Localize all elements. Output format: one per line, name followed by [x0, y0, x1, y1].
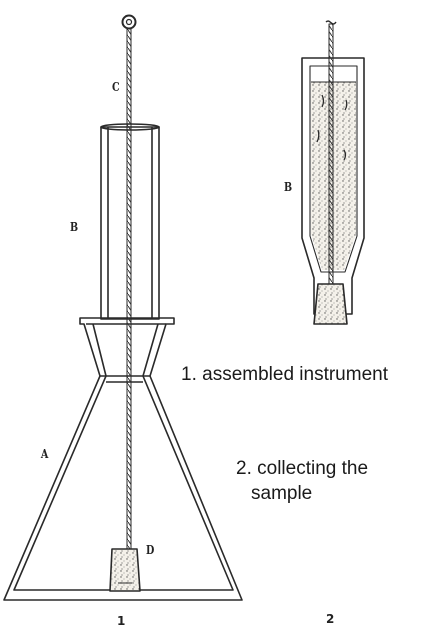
stopper-fig2 — [313, 283, 348, 325]
stopper-d — [109, 548, 141, 592]
rope-top-wave — [325, 20, 337, 25]
figure-number-2: 2 — [326, 612, 335, 626]
caption-collecting-line2: sample — [251, 483, 313, 504]
rod-c — [121, 14, 137, 558]
figure-1-instrument — [3, 14, 243, 601]
caption-collecting-line1: 2. collecting the — [236, 458, 369, 479]
caption-assembled-instrument: 1. assembled instrument — [181, 364, 388, 385]
rope-fig2 — [328, 23, 334, 293]
label-d: D — [146, 543, 155, 557]
figure-number-1: 1 — [117, 614, 126, 628]
label-b-fig2: B — [284, 180, 293, 194]
figure-2-instrument — [301, 20, 365, 325]
label-a: A — [40, 447, 49, 461]
label-c: C — [111, 80, 120, 94]
label-b: B — [70, 220, 79, 234]
